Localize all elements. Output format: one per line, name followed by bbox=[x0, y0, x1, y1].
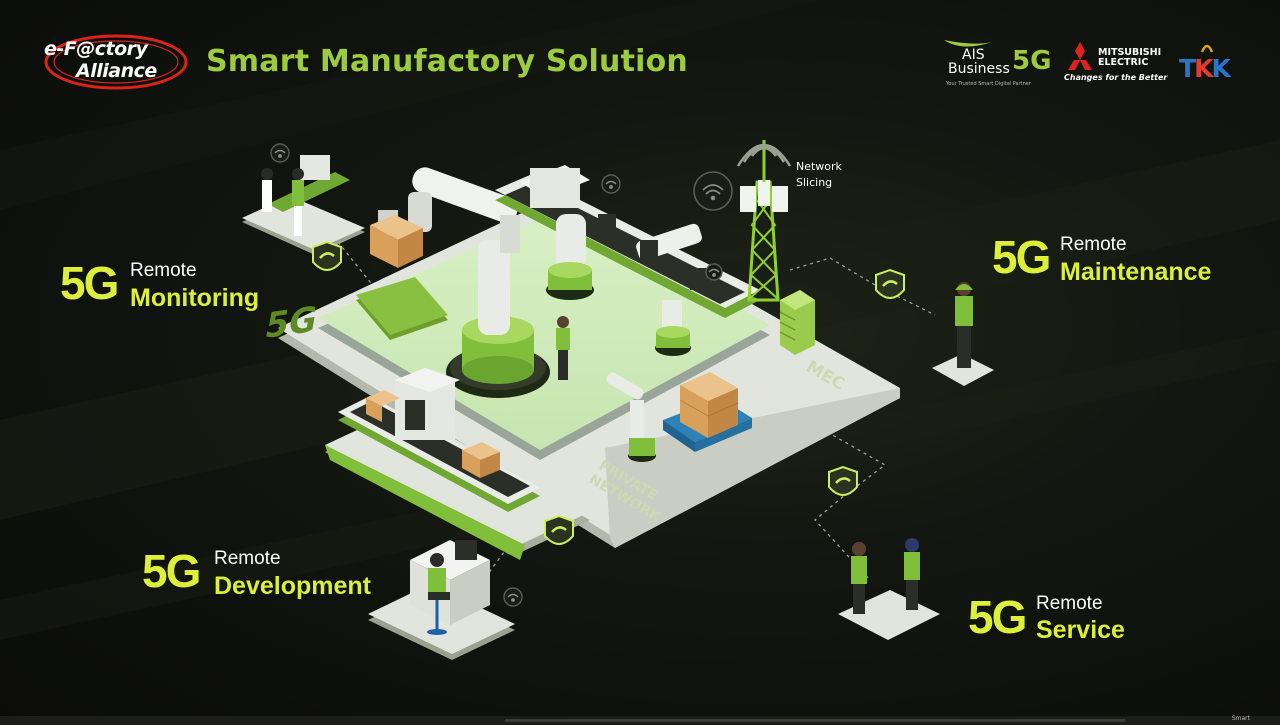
ais-business-5g-logo: AIS Business 5G Your Trusted Smart Digit… bbox=[940, 36, 1052, 92]
feature-5g-prefix: 5G bbox=[142, 545, 201, 597]
wifi-icon bbox=[693, 171, 733, 211]
tkk-logo: TKK bbox=[1176, 40, 1238, 88]
large-robot-arm bbox=[378, 167, 550, 398]
feature-big-label: Service bbox=[1036, 616, 1125, 644]
ais-logo-line1: AIS bbox=[962, 47, 985, 63]
mobile-robot-arm bbox=[606, 372, 656, 462]
network-slicing-tower bbox=[736, 140, 792, 302]
mitsubishi-logo-line2: ELECTRIC bbox=[1098, 57, 1149, 68]
tkk-logo-text: TKK bbox=[1179, 54, 1231, 83]
feature-small-label: Remote bbox=[130, 260, 197, 281]
wifi-icon bbox=[601, 174, 621, 194]
efactory-logo-line2: Alliance bbox=[76, 60, 157, 82]
feature-small-label: Remote bbox=[1060, 234, 1127, 255]
feature-big-label: Development bbox=[214, 572, 371, 600]
mitsubishi-electric-logo: MITSUBISHI ELECTRIC Changes for the Bett… bbox=[1064, 40, 1168, 86]
efactory-swoosh-icon bbox=[44, 34, 188, 90]
floor-5g-badge: 5G bbox=[262, 277, 448, 347]
mec-server-stack bbox=[779, 290, 815, 355]
page-title: Smart Manufactory Solution bbox=[206, 44, 688, 79]
mitsubishi-diamonds-icon bbox=[1068, 42, 1092, 70]
efactory-logo-line1: e-F@ctory bbox=[44, 38, 148, 60]
feature-big-label: Monitoring bbox=[130, 284, 260, 312]
video-progress-bar bbox=[0, 716, 1280, 725]
remote-development-desk bbox=[368, 540, 515, 660]
floor-5g-text: 5G bbox=[262, 300, 320, 348]
security-shield-icon bbox=[875, 268, 905, 299]
progress-segment bbox=[505, 719, 1125, 722]
efactory-alliance-logo: e-F@ctory Alliance bbox=[38, 26, 188, 100]
agv-cart-with-boxes bbox=[663, 372, 752, 452]
assembly-conveyor-line bbox=[495, 165, 760, 356]
feature-5g-prefix: 5G bbox=[60, 257, 119, 309]
ais-leaf-icon bbox=[944, 40, 992, 47]
feature-small-label: Remote bbox=[1036, 593, 1103, 614]
feature-5g-prefix: 5G bbox=[992, 231, 1051, 283]
mitsubishi-logo-tagline: Changes for the Better bbox=[1064, 73, 1168, 82]
tkk-crest-icon bbox=[1200, 44, 1214, 53]
remote-monitoring-station bbox=[242, 155, 365, 255]
wifi-icon bbox=[705, 263, 723, 281]
ais-logo-line2: Business bbox=[948, 61, 1010, 77]
feature-5g-prefix: 5G bbox=[968, 591, 1027, 643]
security-shield-icon bbox=[828, 465, 858, 496]
ais-logo-tagline: Your Trusted Smart Digital Partner bbox=[946, 81, 1031, 87]
tower-label-line2: Slicing bbox=[796, 176, 832, 189]
wifi-icon bbox=[270, 143, 290, 163]
mitsubishi-logo-line1: MITSUBISHI bbox=[1098, 47, 1162, 58]
feature-small-label: Remote bbox=[214, 548, 281, 569]
remote-maintenance-engineer bbox=[932, 282, 994, 386]
ais-logo-5g: 5G bbox=[1012, 46, 1052, 76]
platform-worker bbox=[556, 316, 570, 380]
feature-big-label: Maintenance bbox=[1060, 258, 1212, 286]
cargo-box-robot bbox=[370, 215, 423, 268]
tower-label-line1: Network bbox=[796, 160, 843, 173]
wifi-icon bbox=[503, 587, 523, 607]
security-shield-icon bbox=[312, 240, 342, 271]
remote-service-team bbox=[838, 538, 940, 640]
corner-label: Smart bbox=[1231, 715, 1250, 722]
front-conveyor bbox=[325, 368, 540, 560]
security-shield-icon bbox=[544, 514, 574, 545]
